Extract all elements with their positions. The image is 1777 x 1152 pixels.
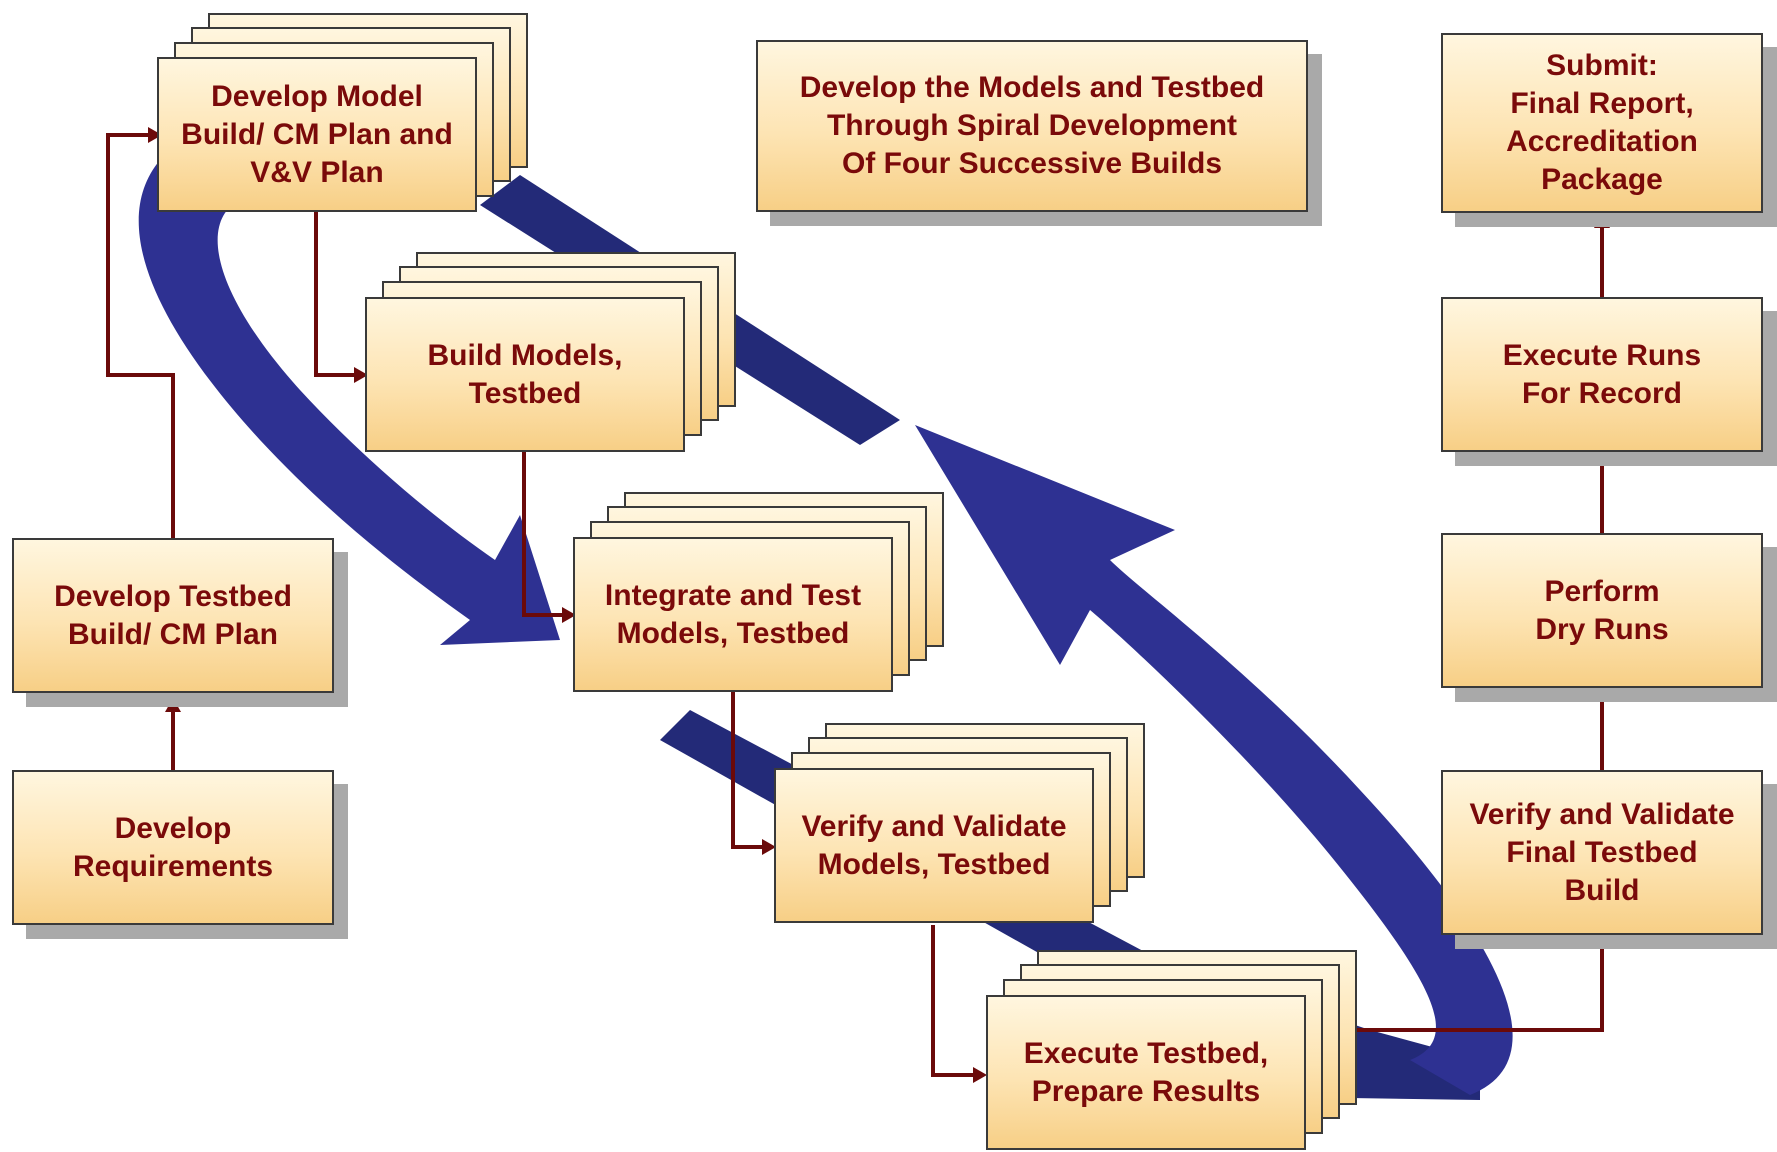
arrowhead-integrate xyxy=(562,607,576,623)
verify-final-label: Verify and Validate Final Testbed Build xyxy=(1469,797,1735,907)
arrowhead-execute xyxy=(973,1067,987,1083)
connector-execute-to-final xyxy=(1355,935,1604,1032)
develop-requirements-box: Develop Requirements xyxy=(12,770,334,925)
develop-model-plan-box: Develop Model Build/ CM Plan and V&V Pla… xyxy=(157,57,477,212)
title-label: Develop the Models and Testbed Through S… xyxy=(799,71,1265,180)
runs-for-record-box: Execute Runs For Record xyxy=(1441,297,1763,452)
build-models-box: Build Models, Testbed xyxy=(365,297,685,452)
connector-integrate-to-verify xyxy=(731,692,762,849)
connectors xyxy=(106,133,1604,1077)
develop-testbed-plan-box: Develop Testbed Build/ CM Plan xyxy=(12,538,334,693)
title-box: Develop the Models and Testbed Through S… xyxy=(756,40,1308,212)
build-models-label: Build Models, Testbed xyxy=(427,338,623,410)
arrowhead-submit xyxy=(1594,214,1610,228)
submit-label: Submit: Final Report, Accreditation Pack… xyxy=(1506,49,1698,196)
connector-verify-to-execute xyxy=(931,925,973,1077)
develop-requirements-label: Develop Requirements xyxy=(72,811,274,883)
verify-validate-label: Verify and Validate Models, Testbed xyxy=(801,809,1067,881)
connector-build-to-integrate xyxy=(522,452,562,617)
integrate-test-box: Integrate and Test Models, Testbed xyxy=(573,537,893,692)
arrowhead-testbed-plan xyxy=(165,698,181,712)
dry-runs-label: Perform Dry Runs xyxy=(1535,574,1669,646)
connector-testbed-plan-to-model-plan xyxy=(106,133,175,538)
connector-model-plan-to-build xyxy=(314,212,354,377)
arrowhead-record xyxy=(1594,451,1610,465)
arrowhead-model-plan xyxy=(148,127,162,143)
submit-box: Submit: Final Report, Accreditation Pack… xyxy=(1441,33,1763,213)
spiral-right-arc xyxy=(915,425,1513,1095)
integrate-test-label: Integrate and Test Models, Testbed xyxy=(604,578,862,650)
arrowhead-dry xyxy=(1594,686,1610,700)
connector-arrowheads xyxy=(148,127,1610,1083)
runs-for-record-label: Execute Runs For Record xyxy=(1502,338,1702,410)
execute-testbed-box: Execute Testbed, Prepare Results xyxy=(986,995,1306,1150)
develop-model-plan-label: Develop Model Build/ CM Plan and V&V Pla… xyxy=(181,79,453,189)
dry-runs-box: Perform Dry Runs xyxy=(1441,533,1763,688)
arrowhead-build xyxy=(354,367,368,383)
develop-testbed-plan-label: Develop Testbed Build/ CM Plan xyxy=(54,579,292,651)
verify-final-box: Verify and Validate Final Testbed Build xyxy=(1441,770,1763,935)
verify-validate-box: Verify and Validate Models, Testbed xyxy=(774,768,1094,923)
execute-testbed-label: Execute Testbed, Prepare Results xyxy=(1023,1036,1269,1108)
arrowhead-verify xyxy=(762,839,776,855)
